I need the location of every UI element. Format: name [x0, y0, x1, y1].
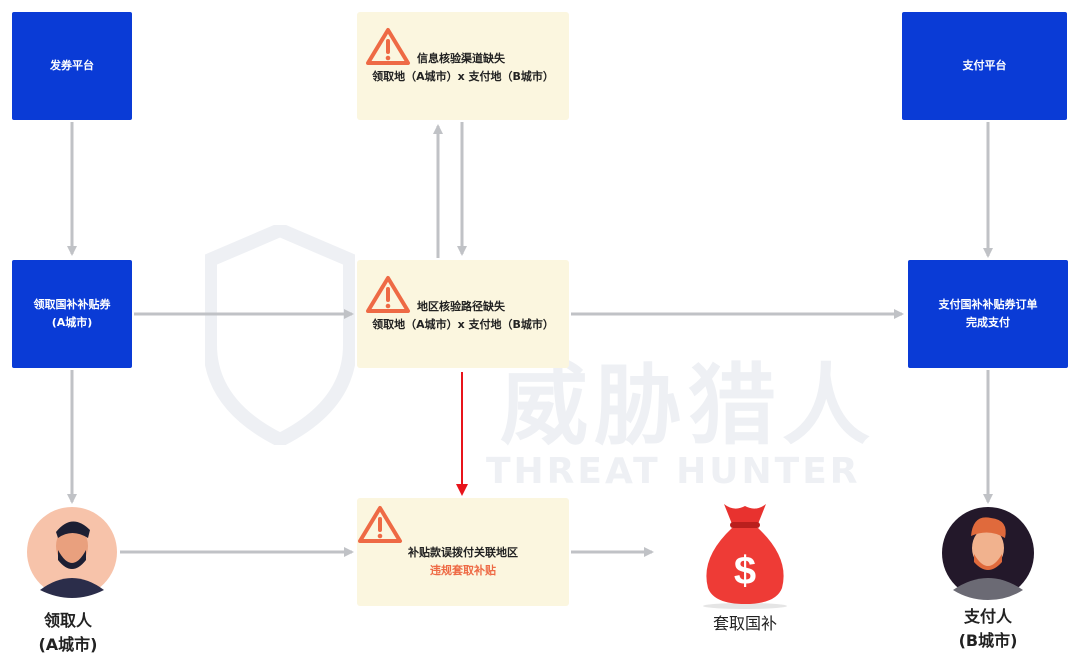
payer-avatar [942, 507, 1034, 600]
watermark-cn: 威胁猎人 [500, 354, 877, 457]
claimer-label: 领取人 (A城市) [28, 609, 108, 657]
watermark-en: THREAT HUNTER [486, 451, 861, 492]
claimer-avatar [27, 507, 117, 598]
node-label: 支付国补补贴券订单 [938, 298, 1038, 311]
issue-platform-node: 发券平台 [12, 12, 132, 120]
node-label: 领取国补补贴券 [33, 298, 111, 311]
claim-coupon-node: 领取国补补贴券 (A城市) [12, 260, 132, 368]
money-bag-icon: $ [703, 504, 787, 609]
node-label: 补贴款误拨付关联地区 [408, 546, 518, 559]
person-label: 领取人 [43, 611, 92, 630]
person-sublabel: (A城市) [38, 635, 98, 654]
node-sublabel: (A城市) [51, 316, 93, 329]
node-sublabel: 领取地（A城市）x 支付地（B城市） [372, 70, 554, 83]
payer-label: 支付人 (B城市) [948, 605, 1028, 653]
node-label: 支付平台 [962, 59, 1007, 72]
pay-platform-node: 支付平台 [902, 12, 1067, 120]
node-label: 信息核验渠道缺失 [417, 52, 505, 65]
money-bag-label: 套取国补 [712, 614, 777, 633]
watermark-shield-icon [205, 225, 355, 445]
warning-icon [366, 276, 410, 313]
warning-icon [366, 28, 410, 65]
info-check-missing-node: 信息核验渠道缺失 领取地（A城市）x 支付地（B城市） [357, 12, 569, 120]
node-sublabel: 领取地（A城市）x 支付地（B城市） [372, 318, 554, 331]
person-sublabel: (B城市) [958, 631, 1018, 650]
region-check-missing-node: 地区核验路径缺失 领取地（A城市）x 支付地（B城市） [357, 260, 569, 368]
node-sublabel: 完成支付 [966, 316, 1010, 329]
warning-icon [358, 506, 402, 543]
pay-order-node: 支付国补补贴券订单完成支付 [908, 260, 1068, 368]
node-label: 地区核验路径缺失 [417, 300, 505, 313]
misallocation-node: 补贴款误拨付关联地区 违规套取补贴 [357, 498, 569, 606]
person-label: 支付人 [963, 607, 1012, 626]
node-label: 发券平台 [50, 59, 94, 72]
dollar-sign: $ [734, 549, 756, 593]
node-sublabel: 违规套取补贴 [430, 564, 496, 577]
